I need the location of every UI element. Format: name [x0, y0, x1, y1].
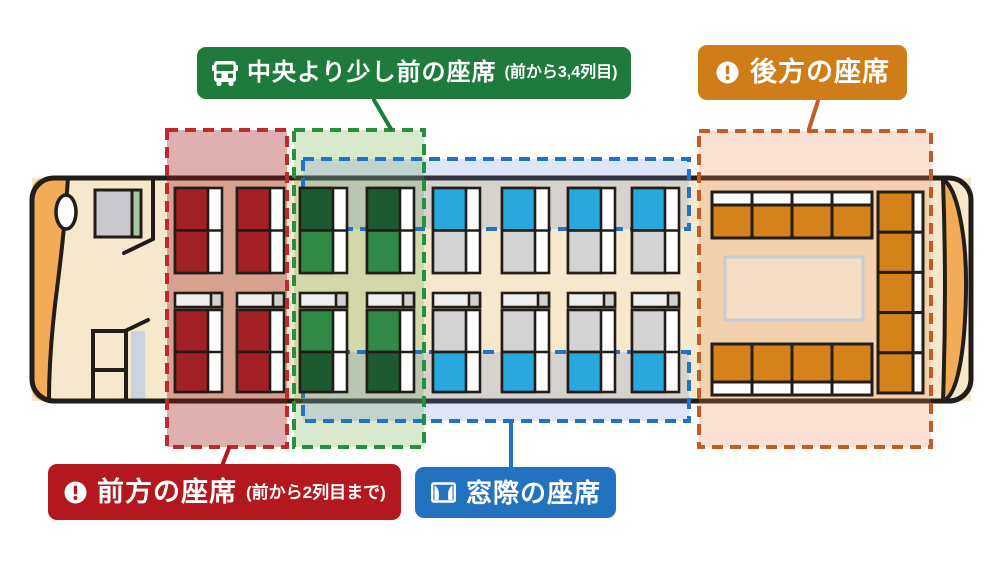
callout-window-seats: 窓際の座席: [415, 467, 617, 518]
bus-icon: [211, 59, 239, 87]
callout-window-label: 窓際の座席: [466, 477, 602, 508]
alert-icon: [715, 60, 740, 85]
callout-front-seats: 前方の座席 (前から2列目まで): [48, 464, 401, 520]
callout-rear-seats: 後方の座席: [698, 45, 907, 100]
callout-front-label: 前方の座席: [97, 476, 237, 507]
callout-mid-front-sublabel: (前から3,4列目): [504, 64, 618, 81]
window-icon: [430, 479, 457, 506]
alert-icon: [63, 480, 88, 505]
seat-grid: [173, 186, 681, 394]
callout-mid-front-label: 中央より少し前の座席: [247, 59, 497, 86]
zone-borders: [165, 128, 933, 449]
callout-rear-label: 後方の座席: [750, 57, 890, 87]
callout-front-sublabel: (前から2列目まで): [246, 482, 386, 502]
rear-lounge: [710, 190, 925, 397]
callout-mid-front-seats: 中央より少し前の座席 (前から3,4列目): [197, 47, 632, 99]
callout-connectors: [220, 98, 820, 470]
